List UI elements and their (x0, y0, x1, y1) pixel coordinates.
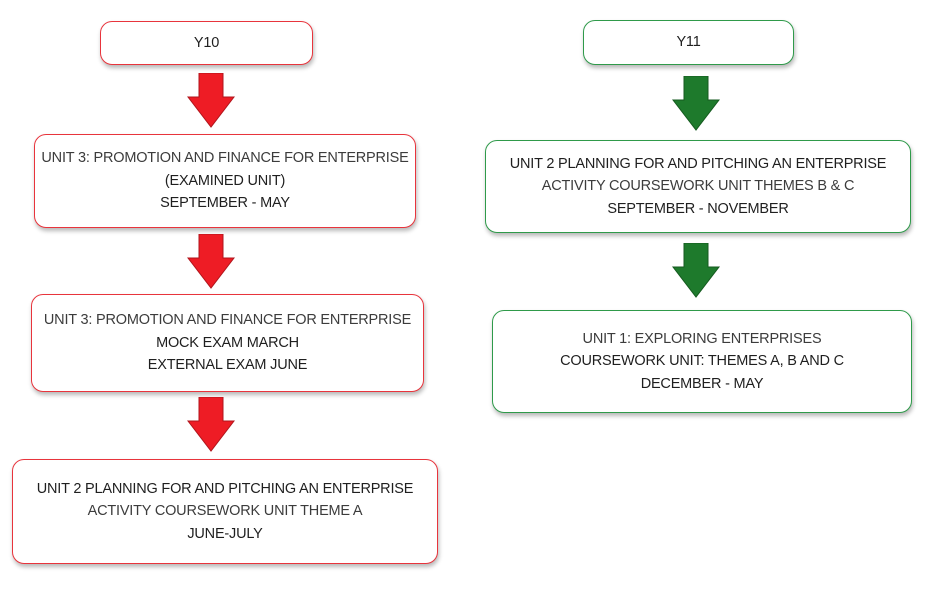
box-line: COURSEWORK UNIT: THEMES A, B AND C (560, 353, 844, 370)
box-line: SEPTEMBER - MAY (160, 195, 290, 212)
box-line: JUNE-JULY (187, 525, 263, 542)
box-line: UNIT 2 PLANNING FOR AND PITCHING AN ENTE… (509, 155, 887, 172)
box-line: UNIT 1: EXPLORING ENTERPRISES (582, 330, 822, 347)
y10-header-box: Y10 (100, 21, 313, 65)
box-line: SEPTEMBER - NOVEMBER (607, 200, 789, 217)
y11-unit1-box: UNIT 1: EXPLORING ENTERPRISES COURSEWORK… (492, 310, 912, 413)
down-arrow-icon (187, 397, 235, 452)
box-line: ACTIVITY COURSEWORK UNIT THEME A (87, 503, 363, 520)
box-line: MOCK EXAM MARCH (156, 334, 299, 351)
box-line: DECEMBER - MAY (640, 375, 764, 392)
y10-unit3-exam-box: UNIT 3: PROMOTION AND FINANCE FOR ENTERP… (34, 134, 416, 228)
box-line: UNIT 3: PROMOTION AND FINANCE FOR ENTERP… (43, 312, 412, 329)
y11-unit2-box: UNIT 2 PLANNING FOR AND PITCHING AN ENTE… (485, 140, 911, 233)
down-arrow-icon (187, 73, 235, 128)
y10-unit2-box: UNIT 2 PLANNING FOR AND PITCHING AN ENTE… (12, 459, 438, 564)
y11-header-box: Y11 (583, 20, 794, 65)
down-arrow-icon (672, 243, 720, 298)
box-line: UNIT 2 PLANNING FOR AND PITCHING AN ENTE… (36, 480, 414, 497)
box-line: (EXAMINED UNIT) (164, 172, 286, 189)
box-line: UNIT 3: PROMOTION AND FINANCE FOR ENTERP… (41, 150, 409, 167)
y10-header-label: Y10 (193, 34, 220, 51)
box-line: EXTERNAL EXAM JUNE (147, 357, 308, 374)
down-arrow-icon (672, 76, 720, 131)
y10-unit3-mock-box: UNIT 3: PROMOTION AND FINANCE FOR ENTERP… (31, 294, 424, 392)
down-arrow-icon (187, 234, 235, 289)
box-line: ACTIVITY COURSEWORK UNIT THEMES B & C (541, 178, 855, 195)
y11-header-label: Y11 (676, 34, 701, 51)
